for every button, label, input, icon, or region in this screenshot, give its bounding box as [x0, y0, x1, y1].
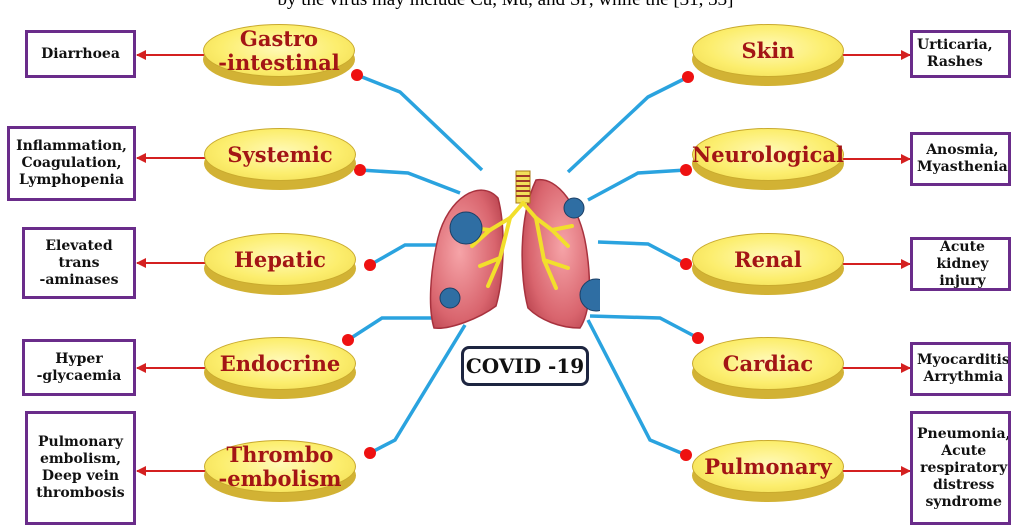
effect-box-diarrhoea: Diarrhoea — [25, 30, 136, 78]
left-arrows — [137, 55, 205, 471]
effect-box-inflammation: Inflammation, Coagulation, Lymphopenia — [7, 126, 136, 201]
disc-renal: Renal — [692, 233, 844, 295]
effect-box-urticaria: Urticaria, Rashes — [910, 30, 1011, 78]
effect-box-pneumonia: Pneumonia, Acute respiratory distress sy… — [910, 411, 1011, 525]
effect-box-hyperglycaemia: Hyper -glycaemia — [22, 339, 136, 396]
connector-neuro — [588, 170, 686, 200]
covid-label: COVID -19 — [461, 346, 589, 386]
connector-renal — [598, 242, 686, 264]
disc-gastrointestinal: Gastro -intestinal — [203, 24, 355, 86]
lungs-illustration — [420, 168, 600, 338]
effect-box-myocarditis: Myocarditis Arrythmia — [910, 342, 1011, 396]
trachea — [516, 171, 530, 203]
right-arrows — [842, 55, 910, 471]
disc-neurological: Neurological — [692, 128, 844, 190]
connector-cardiac — [590, 316, 698, 338]
connector-pulmonary — [588, 320, 686, 455]
connector-gastro — [357, 75, 482, 170]
effect-box-kidney: Acute kidney injury — [910, 237, 1011, 291]
disc-cardiac: Cardiac — [692, 337, 844, 399]
effect-box-anosmia: Anosmia, Myasthenia — [910, 132, 1011, 186]
disc-endocrine: Endocrine — [204, 337, 356, 399]
disc-thromboembolism: Thrombo -embolism — [204, 440, 356, 502]
disc-skin: Skin — [692, 24, 844, 86]
connector-thrombo — [370, 325, 465, 453]
disc-hepatic: Hepatic — [204, 233, 356, 295]
effect-box-transaminases: Elevated trans -aminases — [22, 227, 136, 299]
connector-skin — [568, 77, 688, 172]
effect-box-embolism: Pulmonary embolism, Deep vein thrombosis — [25, 411, 136, 525]
disc-systemic: Systemic — [204, 128, 356, 190]
disc-pulmonary: Pulmonary — [692, 440, 844, 502]
